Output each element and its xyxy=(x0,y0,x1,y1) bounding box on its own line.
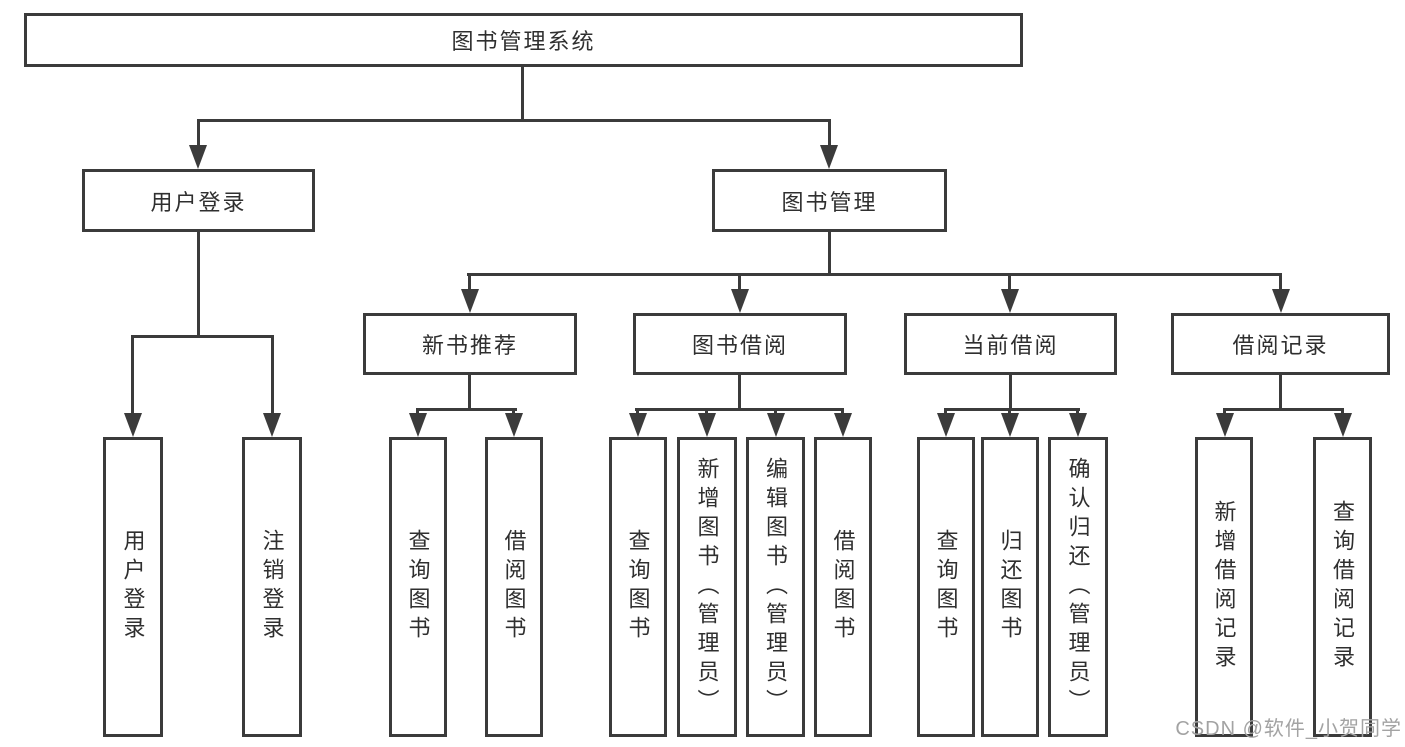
leaf-return-books: 归还图书 xyxy=(981,437,1039,737)
arrow-down-icon xyxy=(1216,413,1234,437)
node-borrowing-records: 借阅记录 xyxy=(1171,313,1390,375)
connector-line xyxy=(1223,408,1344,411)
connector-line xyxy=(828,232,831,276)
connector-line xyxy=(944,408,1080,411)
leaf-label: 新增图书（管理员） xyxy=(694,456,720,718)
connector-line xyxy=(1279,375,1282,411)
node-book-borrowing: 图书借阅 xyxy=(633,313,847,375)
node-new-book-recommendation: 新书推荐 xyxy=(363,313,577,375)
leaf-label: 查询图书 xyxy=(625,529,651,645)
arrow-down-icon xyxy=(820,145,838,169)
leaf-query-books-current: 查询图书 xyxy=(917,437,975,737)
arrow-down-icon xyxy=(1069,413,1087,437)
node-user-login: 用户登录 xyxy=(82,169,315,232)
leaf-borrow-books: 借阅图书 xyxy=(814,437,872,737)
connector-line xyxy=(521,67,524,122)
connector-line xyxy=(468,375,471,411)
connector-line xyxy=(738,273,741,295)
connector-line xyxy=(131,335,274,338)
leaf-label: 查询图书 xyxy=(405,529,431,645)
leaf-confirm-return-admin: 确认归还（管理员） xyxy=(1048,437,1108,737)
arrow-down-icon xyxy=(189,145,207,169)
node-root-library-system: 图书管理系统 xyxy=(24,13,1023,67)
leaf-borrow-books-recommend: 借阅图书 xyxy=(485,437,543,737)
connector-line xyxy=(738,375,741,411)
connector-line xyxy=(416,408,517,411)
connector-line xyxy=(468,273,471,295)
connector-line xyxy=(1008,273,1011,295)
arrow-down-icon xyxy=(409,413,427,437)
connector-line xyxy=(131,335,134,420)
connector-line xyxy=(1009,375,1012,411)
leaf-add-books-admin: 新增图书（管理员） xyxy=(677,437,737,737)
leaf-label: 借阅图书 xyxy=(501,529,527,645)
leaf-label: 查询借阅记录 xyxy=(1330,500,1356,674)
csdn-watermark: CSDN @软件_小贺同学 xyxy=(1175,718,1402,740)
leaf-label: 新增借阅记录 xyxy=(1211,500,1237,674)
arrow-down-icon xyxy=(629,413,647,437)
leaf-label: 用户登录 xyxy=(120,529,146,645)
connector-line xyxy=(197,232,200,338)
leaf-logout: 注销登录 xyxy=(242,437,302,737)
leaf-label: 确认归还（管理员） xyxy=(1065,456,1091,718)
connector-line xyxy=(828,119,831,152)
leaf-query-books-borrow: 查询图书 xyxy=(609,437,667,737)
connector-line xyxy=(197,119,831,122)
leaf-label: 查询图书 xyxy=(933,529,959,645)
leaf-edit-books-admin: 编辑图书（管理员） xyxy=(746,437,805,737)
leaf-query-borrow-record: 查询借阅记录 xyxy=(1313,437,1372,737)
connector-line xyxy=(271,335,274,420)
connector-line xyxy=(1279,273,1282,295)
arrow-down-icon xyxy=(461,289,479,313)
connector-line xyxy=(635,408,844,411)
node-current-borrowing: 当前借阅 xyxy=(904,313,1117,375)
arrow-down-icon xyxy=(124,413,142,437)
leaf-user-login: 用户登录 xyxy=(103,437,163,737)
arrow-down-icon xyxy=(505,413,523,437)
arrow-down-icon xyxy=(937,413,955,437)
leaf-label: 归还图书 xyxy=(997,529,1023,645)
leaf-label: 借阅图书 xyxy=(830,529,856,645)
arrow-down-icon xyxy=(767,413,785,437)
arrow-down-icon xyxy=(1001,413,1019,437)
arrow-down-icon xyxy=(1272,289,1290,313)
arrow-down-icon xyxy=(1001,289,1019,313)
leaf-label: 编辑图书（管理员） xyxy=(763,456,789,718)
arrow-down-icon xyxy=(698,413,716,437)
leaf-query-books-recommend: 查询图书 xyxy=(389,437,447,737)
arrow-down-icon xyxy=(1334,413,1352,437)
arrow-down-icon xyxy=(834,413,852,437)
connector-line xyxy=(197,119,200,152)
connector-line xyxy=(467,273,1282,276)
arrow-down-icon xyxy=(731,289,749,313)
leaf-add-borrow-record: 新增借阅记录 xyxy=(1195,437,1253,737)
leaf-label: 注销登录 xyxy=(259,529,285,645)
arrow-down-icon xyxy=(263,413,281,437)
node-book-management: 图书管理 xyxy=(712,169,947,232)
